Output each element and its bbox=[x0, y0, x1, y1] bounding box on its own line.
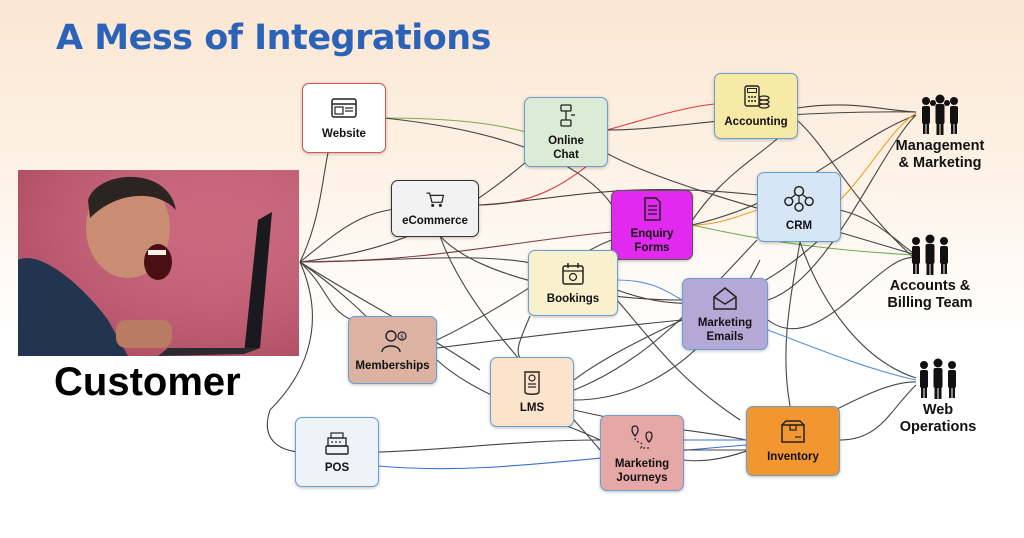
member-person-icon: $ bbox=[380, 329, 407, 352]
memberships-label: Memberships bbox=[355, 359, 430, 372]
online-chat-label: Online Chat bbox=[548, 134, 584, 161]
online-chat-node[interactable]: Online Chat bbox=[524, 97, 608, 167]
management-marketing-label: Management & Marketing bbox=[895, 138, 985, 171]
bookings-node[interactable]: Bookings bbox=[528, 250, 618, 316]
pos-label: POS bbox=[324, 461, 350, 474]
bookings-label: Bookings bbox=[546, 292, 600, 305]
marketing-journeys-node[interactable]: Marketing Journeys bbox=[600, 415, 684, 491]
angry-customer-photo bbox=[18, 170, 299, 356]
marketing-emails-label: Marketing Emails bbox=[697, 316, 753, 343]
calendar-icon bbox=[562, 262, 584, 285]
ecommerce-label: eCommerce bbox=[402, 214, 468, 227]
web-operations-label: Web Operations bbox=[899, 402, 977, 435]
customer-label: Customer bbox=[54, 360, 241, 404]
accounts-billing-group: Accounts & Billing Team bbox=[876, 232, 984, 312]
lms-label: LMS bbox=[519, 401, 545, 414]
chat-flow-icon bbox=[560, 103, 575, 127]
certificate-scroll-icon bbox=[524, 370, 540, 395]
memberships-node[interactable]: $ Memberships bbox=[348, 316, 437, 384]
crm-label: CRM bbox=[785, 219, 813, 232]
inventory-node[interactable]: Inventory bbox=[746, 406, 840, 476]
crm-node[interactable]: CRM bbox=[757, 172, 841, 242]
enquiry-forms-label: Enquiry Forms bbox=[630, 227, 674, 254]
web-operations-group: Web Operations bbox=[884, 356, 992, 436]
accounts-billing-label: Accounts & Billing Team bbox=[887, 278, 973, 311]
people-group-icon bbox=[922, 94, 958, 135]
management-marketing-group: Management & Marketing bbox=[886, 92, 994, 172]
cash-register-icon bbox=[325, 431, 349, 455]
accounting-label: Accounting bbox=[724, 115, 788, 128]
website-label: Website bbox=[322, 127, 366, 140]
website-node[interactable]: Website bbox=[302, 83, 386, 153]
lms-node[interactable]: LMS bbox=[490, 357, 574, 427]
customer-network-icon bbox=[784, 185, 814, 212]
svg-text:$: $ bbox=[400, 333, 404, 340]
form-document-icon bbox=[644, 196, 661, 221]
enquiry-forms-node[interactable]: Enquiry Forms bbox=[611, 190, 693, 260]
inventory-label: Inventory bbox=[767, 450, 819, 463]
marketing-journeys-label: Marketing Journeys bbox=[614, 457, 670, 484]
journey-map-pin-icon bbox=[631, 424, 653, 449]
marketing-emails-node[interactable]: Marketing Emails bbox=[682, 278, 768, 350]
calculator-coins-icon bbox=[744, 84, 770, 109]
inventory-box-icon bbox=[781, 419, 805, 443]
email-envelope-icon bbox=[713, 286, 737, 310]
people-group-icon bbox=[912, 234, 948, 275]
shopping-cart-icon bbox=[426, 191, 445, 207]
ecommerce-node[interactable]: eCommerce bbox=[391, 180, 479, 237]
browser-window-icon bbox=[331, 97, 357, 118]
people-group-icon bbox=[920, 358, 956, 399]
accounting-node[interactable]: Accounting bbox=[714, 73, 798, 139]
page-title: A Mess of Integrations bbox=[56, 18, 492, 58]
pos-node[interactable]: POS bbox=[295, 417, 379, 487]
